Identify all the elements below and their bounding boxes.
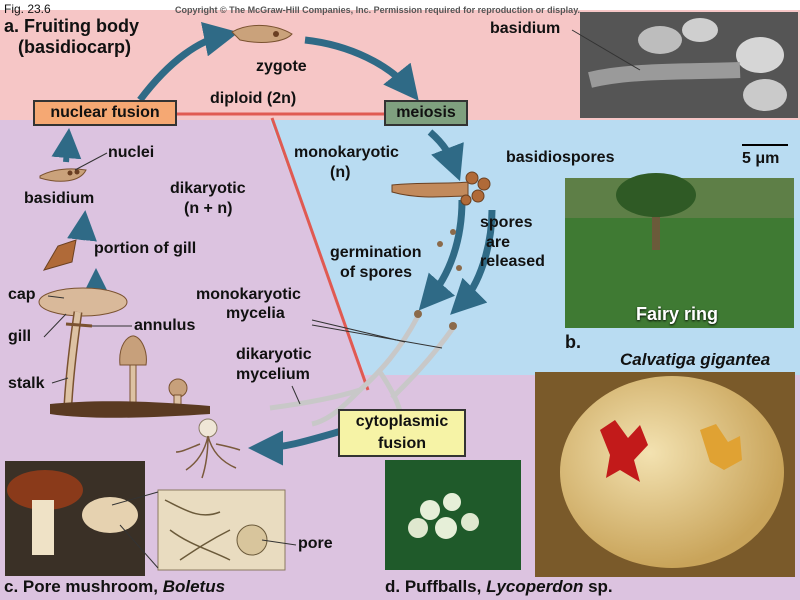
button-mushroom-with-roots [175, 418, 241, 479]
cytoplasmic-fusion-box: cytoplasmic fusion [338, 409, 466, 457]
arrow-germination [418, 199, 466, 311]
basidium-label: basidium [24, 190, 95, 207]
button-mushroom [168, 378, 188, 408]
basidium-with-spores [391, 171, 491, 271]
mono-mycelia-line1: monokaryotic [196, 286, 301, 303]
spores-released-line1: spores [480, 214, 533, 231]
gill-portion-illustration [42, 239, 77, 271]
zygote-illustration [231, 24, 293, 43]
portion-of-gill-label: portion of gill [94, 240, 197, 257]
section-c-label: c. Pore mushroom, Boletus [4, 578, 225, 596]
fairy-ring-photo [565, 173, 794, 328]
mycelia-illustration [269, 310, 457, 427]
section-b-label: b. [565, 332, 581, 352]
basidium-photo-label: basidium [490, 20, 561, 37]
pointer-boletus-to-closeup-2 [119, 524, 159, 569]
section-a-title-line1: a. Fruiting body [4, 16, 139, 36]
nuclei-label: nuclei [108, 144, 155, 161]
dikaryotic-boundary-line [270, 117, 370, 391]
cytoplasmic-line1: cytoplasmic [355, 413, 449, 430]
scale-label: 5 μm [742, 150, 780, 167]
dika-mycelium-line2: mycelium [236, 366, 310, 383]
boletus-photo [5, 461, 145, 576]
monokaryotic-label-line2: (n) [330, 164, 351, 181]
mono-mycelia-line2: mycelia [226, 305, 285, 322]
nuclear-fusion-box: nuclear fusion [33, 100, 177, 126]
basidiospores-label: basidiospores [506, 149, 615, 166]
germination-line1: germination [330, 244, 422, 261]
section-d-prefix: d. Puffballs, [385, 577, 487, 596]
puffballs-photo [385, 460, 521, 570]
arrow-zygote-to-meiosis [304, 36, 419, 101]
diploid-label: diploid (2n) [210, 90, 297, 107]
pore-label: pore [298, 535, 333, 552]
dikaryotic-label-line2: (n + n) [184, 200, 233, 217]
dika-mycelium-line1: dikaryotic [236, 346, 312, 363]
monokaryotic-label-line1: monokaryotic [294, 144, 399, 161]
arrow-gill-to-basidium [67, 210, 97, 242]
section-a-title-line2: (basidiocarp) [18, 37, 132, 57]
arrow-spores-released [450, 209, 496, 315]
section-d-suffix: sp. [583, 577, 613, 596]
ground [50, 401, 210, 418]
copyright-notice: Copyright © The McGraw-Hill Companies, I… [175, 5, 581, 15]
cap-label: cap [8, 286, 36, 303]
section-c-prefix: c. Pore mushroom, [4, 577, 163, 596]
figure-number: Fig. 23.6 [4, 2, 51, 16]
arrow-fusion-to-zygote [137, 21, 239, 103]
calvatia-photo [535, 372, 795, 577]
annulus-label: annulus [134, 317, 196, 334]
pointer-dika-mycelium [291, 385, 301, 405]
pointer-gill [43, 313, 67, 338]
mature-mushroom [38, 287, 128, 405]
basidium-illustration [39, 168, 87, 182]
young-mushroom [119, 335, 147, 406]
gill-label: gill [8, 328, 32, 345]
section-c-genus: Boletus [162, 577, 226, 596]
pore-closeup-photo [157, 489, 286, 571]
section-d-label: d. Puffballs, Lycoperdon sp. [385, 578, 613, 596]
arrow-basidium-to-fusion [51, 128, 82, 163]
pointer-boletus-to-closeup-1 [111, 491, 159, 506]
calvatia-label: Calvatiga gigantea [620, 350, 771, 369]
stalk-label: stalk [8, 375, 45, 392]
zygote-label: zygote [256, 58, 307, 75]
pointer-basidium-photo [571, 29, 641, 71]
arrow-cytoplasmic-to-mycelium [248, 426, 346, 466]
dikaryotic-label-line1: dikaryotic [170, 180, 246, 197]
arrow-meiosis-to-basidiospores [427, 129, 464, 182]
meiosis-box: meiosis [384, 100, 468, 126]
cytoplasmic-line2: fusion [378, 435, 426, 452]
pointer-mono-mycelia-2 [311, 324, 443, 349]
pointer-stalk [51, 377, 69, 384]
fairy-ring-caption: Fairy ring [636, 304, 719, 324]
pointer-nuclei [74, 152, 108, 171]
spores-released-line3: released [480, 253, 545, 270]
sem-basidium-photo [580, 12, 798, 118]
pointer-pore [261, 539, 297, 546]
spores-released-line2: are [486, 234, 511, 251]
germination-line2: of spores [340, 264, 413, 281]
pointer-cap [47, 295, 65, 299]
section-d-genus: Lycoperdon [486, 577, 584, 596]
